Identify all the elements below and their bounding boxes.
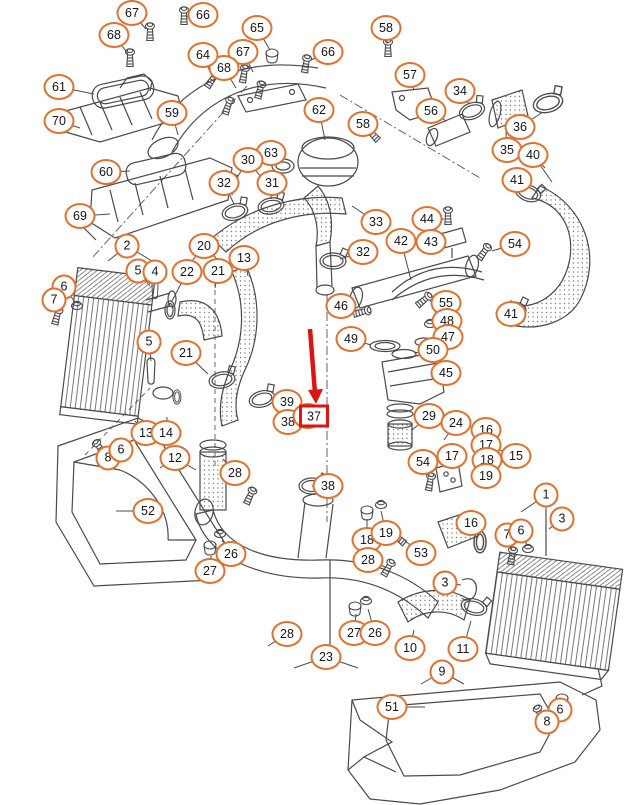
callout-24[interactable]: 24: [440, 410, 472, 436]
callout-26[interactable]: 26: [215, 541, 247, 567]
callout-52[interactable]: 52: [132, 498, 164, 524]
callout-45[interactable]: 45: [430, 360, 462, 386]
callout-21[interactable]: 21: [202, 258, 234, 284]
left-intercooler-drawing: [59, 267, 223, 425]
callout-3[interactable]: 3: [549, 506, 575, 532]
callout-10[interactable]: 10: [394, 635, 426, 661]
hoses-top-group: [211, 185, 347, 296]
callout-67[interactable]: 67: [116, 0, 148, 26]
egr-pipe-drawing: [147, 64, 327, 160]
callout-33[interactable]: 33: [360, 209, 392, 235]
callout-5[interactable]: 5: [136, 329, 162, 355]
callout-2[interactable]: 2: [114, 233, 140, 259]
callout-70[interactable]: 70: [43, 108, 75, 134]
callout-1[interactable]: 1: [533, 482, 559, 508]
callout-51[interactable]: 51: [376, 694, 408, 720]
callout-20[interactable]: 20: [188, 233, 220, 259]
callout-69[interactable]: 69: [64, 203, 96, 229]
small-parts-group: [49, 6, 569, 725]
callout-59[interactable]: 59: [156, 100, 188, 126]
highlight-arrow: [307, 328, 323, 404]
callout-49[interactable]: 49: [335, 326, 367, 352]
callout-22[interactable]: 22: [171, 259, 203, 285]
callout-28[interactable]: 28: [352, 547, 384, 573]
callout-56[interactable]: 56: [415, 98, 447, 124]
callout-27[interactable]: 27: [194, 558, 226, 584]
callout-6[interactable]: 6: [508, 518, 534, 544]
callout-3[interactable]: 3: [432, 570, 458, 596]
callout-66[interactable]: 66: [312, 39, 344, 65]
callout-28[interactable]: 28: [271, 621, 303, 647]
callout-66[interactable]: 66: [187, 2, 219, 28]
callout-68[interactable]: 68: [98, 22, 130, 48]
callout-17[interactable]: 17: [436, 443, 468, 469]
scoop-51-drawing: [347, 681, 601, 805]
callout-41[interactable]: 41: [495, 301, 527, 327]
callout-34[interactable]: 34: [444, 78, 476, 104]
highlighted-callout-37[interactable]: 37: [299, 404, 329, 428]
callout-19[interactable]: 19: [370, 520, 402, 546]
callout-6[interactable]: 6: [51, 274, 77, 300]
right-radiator-drawing: [484, 551, 624, 696]
callout-54[interactable]: 54: [499, 231, 531, 257]
bottom-hose-group: [397, 461, 479, 623]
callout-9[interactable]: 9: [429, 659, 455, 685]
callout-14[interactable]: 14: [150, 420, 182, 446]
callout-35[interactable]: 35: [491, 137, 523, 163]
callout-30[interactable]: 30: [232, 147, 264, 173]
callout-50[interactable]: 50: [417, 337, 449, 363]
callout-32[interactable]: 32: [347, 239, 379, 265]
callout-21[interactable]: 21: [170, 340, 202, 366]
callout-60[interactable]: 60: [90, 159, 122, 185]
callout-32[interactable]: 32: [208, 170, 240, 196]
callout-38[interactable]: 38: [312, 473, 344, 499]
callout-53[interactable]: 53: [405, 540, 437, 566]
callout-43[interactable]: 43: [415, 229, 447, 255]
callout-4[interactable]: 4: [142, 259, 168, 285]
callout-40[interactable]: 40: [517, 142, 549, 168]
callout-29[interactable]: 29: [413, 403, 445, 429]
callout-16[interactable]: 16: [455, 510, 487, 536]
callout-58[interactable]: 58: [370, 15, 402, 41]
callout-57[interactable]: 57: [394, 62, 426, 88]
callout-58[interactable]: 58: [347, 111, 379, 137]
callout-54[interactable]: 54: [407, 449, 439, 475]
callout-7[interactable]: 7: [41, 287, 67, 313]
callout-13[interactable]: 13: [228, 245, 260, 271]
callout-12[interactable]: 12: [159, 445, 191, 471]
callout-41[interactable]: 41: [501, 167, 533, 193]
y-pipe-drawing: [194, 493, 477, 619]
callout-62[interactable]: 62: [303, 97, 335, 123]
callout-26[interactable]: 26: [359, 620, 391, 646]
callout-65[interactable]: 65: [241, 15, 273, 41]
callout-6[interactable]: 6: [108, 437, 134, 463]
callout-42[interactable]: 42: [385, 228, 417, 254]
callout-15[interactable]: 15: [500, 443, 532, 469]
callout-64[interactable]: 64: [187, 42, 219, 68]
callout-28[interactable]: 28: [219, 460, 251, 486]
callout-8[interactable]: 8: [534, 709, 560, 735]
callout-61[interactable]: 61: [43, 74, 75, 100]
callout-23[interactable]: 23: [310, 644, 342, 670]
callout-11[interactable]: 11: [447, 636, 479, 662]
callout-31[interactable]: 31: [256, 170, 288, 196]
callout-19[interactable]: 19: [470, 463, 502, 489]
callout-36[interactable]: 36: [504, 114, 536, 140]
callout-46[interactable]: 46: [325, 293, 357, 319]
callout-44[interactable]: 44: [411, 206, 443, 232]
